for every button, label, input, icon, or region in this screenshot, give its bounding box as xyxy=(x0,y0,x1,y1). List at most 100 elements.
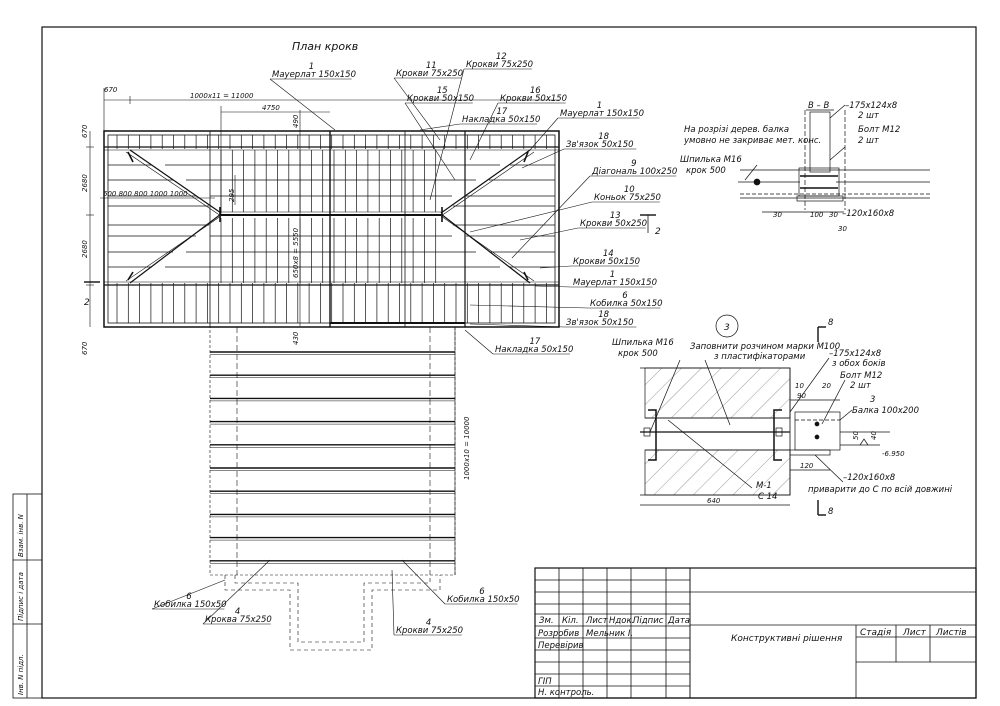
sheet-frame xyxy=(41,26,977,699)
tb-col-sheets: Листів xyxy=(935,628,967,638)
section-marks: 2 2 xyxy=(84,214,661,308)
node3-bolt-qty: 2 шт xyxy=(850,381,872,391)
bb-bolt: Болт М12 xyxy=(858,125,900,135)
dim-total: 1000х11 = 11000 xyxy=(190,92,254,100)
node3-fill1: Заповнити розчином марки М100 xyxy=(690,342,840,352)
tb-hdr-ndok: Ндок. xyxy=(609,616,634,626)
dim-295: 295 xyxy=(228,188,236,202)
callout-label: Мауерлат 150х150 xyxy=(560,109,644,119)
node3-beam-num: 3 xyxy=(870,395,875,405)
node3-mark-bottom: 8 xyxy=(828,507,834,517)
callout-label: Крокви 75х250 xyxy=(466,60,533,70)
callout-label: Крокви 50х150 xyxy=(407,94,474,104)
bb-note2: умовно не закриває мет. конс. xyxy=(683,136,821,146)
callout-number: 4 xyxy=(426,618,431,628)
bb-dim-30c: 30 xyxy=(838,225,847,233)
bb-note1: На розрізі дерев. балка xyxy=(684,125,789,135)
dim-430: 430 xyxy=(292,331,300,345)
bb-dim-30b: 30 xyxy=(829,211,838,219)
node3-plate: –175х124х8 xyxy=(829,349,882,359)
tb-col-sheet: Лист xyxy=(902,628,927,638)
node3-plate-note: з обох боків xyxy=(832,359,886,369)
dim-5550: 650х8 = 5550 xyxy=(292,227,300,278)
callout-label: Мауерлат 150х150 xyxy=(573,278,657,288)
bb-dim-100: 100 xyxy=(810,211,824,219)
node3-dim-120: 120 xyxy=(800,462,814,470)
callout-number: 10 xyxy=(624,185,635,195)
section-bb: В – В На розрізі дерев. балка умовно не … xyxy=(680,101,930,233)
callout-number: 1 xyxy=(309,62,314,72)
callout-label: Крокви 50х150 xyxy=(573,257,640,267)
node3-weld: приварити до С по всій довжині xyxy=(808,485,953,495)
tb-hdr-zm: Зм. xyxy=(539,616,554,626)
node3-mark-top: 8 xyxy=(828,318,834,328)
callout-label: Накладка 50х150 xyxy=(462,115,540,125)
callout-number: 6 xyxy=(479,587,485,597)
tb-row-checker: Перевірив xyxy=(538,641,584,651)
dim-top-offset: 670 xyxy=(104,86,118,94)
callout-label: Мауерлат 150х150 xyxy=(272,70,356,80)
stamp-sign: Підпис і дата xyxy=(17,572,25,621)
callout-number: 12 xyxy=(496,52,507,62)
callout-label: Кобилка 150х50 xyxy=(447,595,520,605)
roof-plan xyxy=(103,130,560,651)
callout-label: Кобилка 50х150 xyxy=(590,299,663,309)
tb-row-developer: Розробив xyxy=(538,629,579,639)
callout-number: 6 xyxy=(622,291,628,301)
bb-stud-step: крок 500 xyxy=(686,166,726,176)
section-mark-left: 2 xyxy=(84,298,90,308)
callout-number: 4 xyxy=(235,607,240,617)
tb-hdr-sign: Підпис xyxy=(633,616,664,626)
callout-label: Крокви 50х150 xyxy=(500,94,567,104)
callout-number: 15 xyxy=(437,86,448,96)
node-3: 3 8 8 640 120 10 xyxy=(612,314,953,517)
callout-label: Зв'язок 50х150 xyxy=(566,318,634,328)
tb-hdr-kil: Кіл. xyxy=(562,616,579,626)
tb-hdr-list: Лист xyxy=(585,616,609,626)
node3-dim-640: 640 xyxy=(707,497,721,505)
tb-row-gip: ГІП xyxy=(538,677,552,687)
callout-label: Діагональ 100х250 xyxy=(591,167,677,177)
node3-bolt: Болт М12 xyxy=(840,371,882,381)
dim-670-top: 670 xyxy=(81,124,89,138)
callout-number: 6 xyxy=(186,592,192,602)
bb-bottom-plate: –120х160х8 xyxy=(842,209,895,219)
callout-number: 14 xyxy=(603,249,614,259)
node3-stud: Шпилька М16 xyxy=(612,338,674,348)
dim-490: 490 xyxy=(292,114,300,128)
callout-number: 18 xyxy=(598,310,609,320)
callout-number: 13 xyxy=(610,211,621,221)
tb-col-stage: Стадія xyxy=(860,628,892,638)
node3-dim-40: 40 xyxy=(870,431,878,440)
dim-half-span: 4750 xyxy=(262,104,280,112)
callout-number: 9 xyxy=(631,159,636,169)
callout-label: Крокви 50х250 xyxy=(580,219,647,229)
node3-stud-step: крок 500 xyxy=(618,349,658,359)
callout-number: 11 xyxy=(426,61,437,71)
callout-number: 16 xyxy=(530,86,541,96)
bb-bolt-qty: 2 шт xyxy=(858,136,880,146)
callout-number: 1 xyxy=(597,101,602,111)
node3-beam: Балка 100х200 xyxy=(852,406,919,416)
dim-670-bot: 670 xyxy=(81,341,89,355)
stamp-inv: Інв. N підл. xyxy=(17,654,25,695)
tb-row-control: Н. контроль. xyxy=(538,688,594,698)
dim-2680-a: 2680 xyxy=(81,174,89,192)
node3-bottom-plate: –120х160х8 xyxy=(843,473,896,483)
